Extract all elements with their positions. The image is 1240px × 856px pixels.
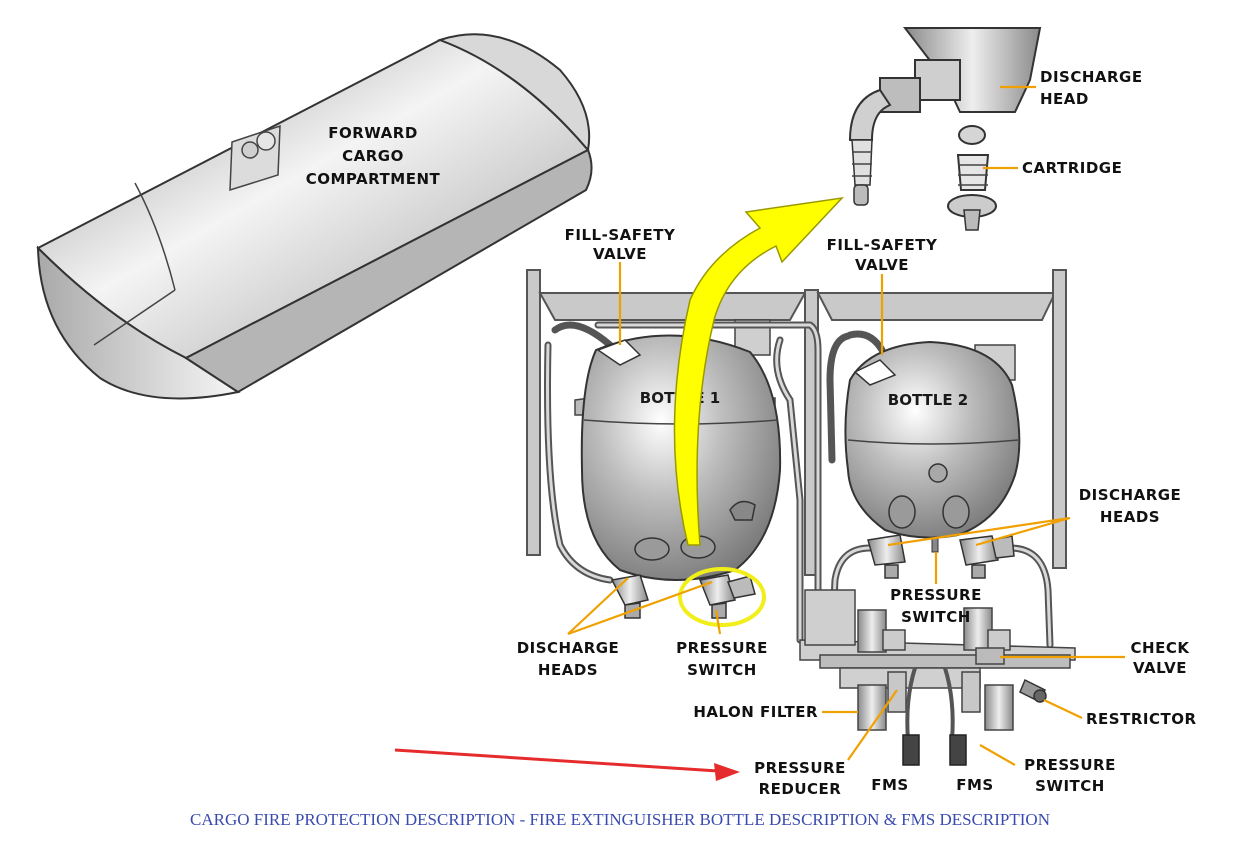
forward-cargo-line-1: FORWARD (328, 124, 418, 142)
restrictor-text: RESTRICTOR (1086, 710, 1197, 728)
pressure-switch-left-line-2: SWITCH (687, 661, 757, 679)
bottle-icon (256, 131, 276, 151)
pressure-reducer-line-2: REDUCER (759, 780, 842, 798)
manifold-assembly (799, 589, 1076, 766)
pressure-switch-mid-label: PRESSURE SWITCH (890, 552, 982, 626)
fms-label-2: FMS (956, 776, 993, 794)
pressure-reducer-line-1: PRESSURE (754, 759, 846, 777)
discharge-heads-right-line-2: HEADS (1100, 508, 1160, 526)
forward-cargo-compartment (36, 33, 593, 400)
discharge-heads-left-label: DISCHARGE HEADS (517, 577, 713, 679)
fms-label-1: FMS (871, 776, 908, 794)
discharge-heads-right-line-1: DISCHARGE (1079, 486, 1182, 504)
forward-cargo-label: FORWARD CARGO COMPARTMENT (306, 124, 441, 188)
fill-safety-left-line-1: FILL-SAFETY (565, 226, 676, 244)
diagram-caption: CARGO FIRE PROTECTION DESCRIPTION - FIRE… (190, 810, 1050, 829)
check-valve-label: CHECK VALVE (1000, 639, 1190, 677)
discharge-head-top-line-1: DISCHARGE (1040, 68, 1143, 86)
halon-filter-label: HALON FILTER (693, 703, 858, 721)
bottle-2-label: BOTTLE 2 (888, 391, 968, 409)
discharge-head-top-line-2: HEAD (1040, 90, 1089, 108)
fill-safety-right-label: FILL-SAFETY VALVE (827, 236, 938, 355)
halon-filter-text: HALON FILTER (693, 703, 818, 721)
forward-cargo-line-3: COMPARTMENT (306, 170, 441, 188)
check-valve-line-2: VALVE (1133, 659, 1187, 677)
pressure-switch-left-label: PRESSURE SWITCH (676, 609, 768, 679)
forward-cargo-line-2: CARGO (342, 147, 404, 165)
pressure-switch-mid-line-2: SWITCH (901, 608, 971, 626)
fill-safety-right-line-2: VALVE (855, 256, 909, 274)
red-pointer-arrow (394, 748, 740, 781)
fill-safety-left-label: FILL-SAFETY VALVE (565, 226, 676, 345)
discharge-heads-left-line-2: HEADS (538, 661, 598, 679)
highlight-arrow (673, 196, 845, 546)
pressure-switch-mid-line-1: PRESSURE (890, 586, 982, 604)
discharge-heads-left-line-1: DISCHARGE (517, 639, 620, 657)
discharge-head-detail (848, 27, 1042, 231)
piping-inner (546, 323, 1052, 647)
discharge-heads-right-label: DISCHARGE HEADS (887, 486, 1182, 547)
pressure-reducer-label: PRESSURE REDUCER (754, 689, 898, 798)
cartridge-text: CARTRIDGE (1022, 159, 1122, 177)
discharge-head-top-label: DISCHARGE HEAD (1000, 68, 1143, 108)
check-valve-line-1: CHECK (1131, 639, 1191, 657)
fill-safety-right-line-1: FILL-SAFETY (827, 236, 938, 254)
fill-safety-left-line-2: VALVE (593, 245, 647, 263)
pressure-switch-left-line-1: PRESSURE (676, 639, 768, 657)
bottle-icon (241, 141, 259, 159)
bottle-2 (844, 340, 1021, 579)
highlight-circle (678, 567, 766, 627)
pressure-switch-bottom-line-2: SWITCH (1035, 777, 1105, 795)
pressure-switch-bottom-line-1: PRESSURE (1024, 756, 1116, 774)
pressure-switch-bottom-label: PRESSURE SWITCH (979, 744, 1116, 795)
restrictor-label: RESTRICTOR (1043, 699, 1197, 728)
cartridge-label: CARTRIDGE (983, 159, 1122, 177)
